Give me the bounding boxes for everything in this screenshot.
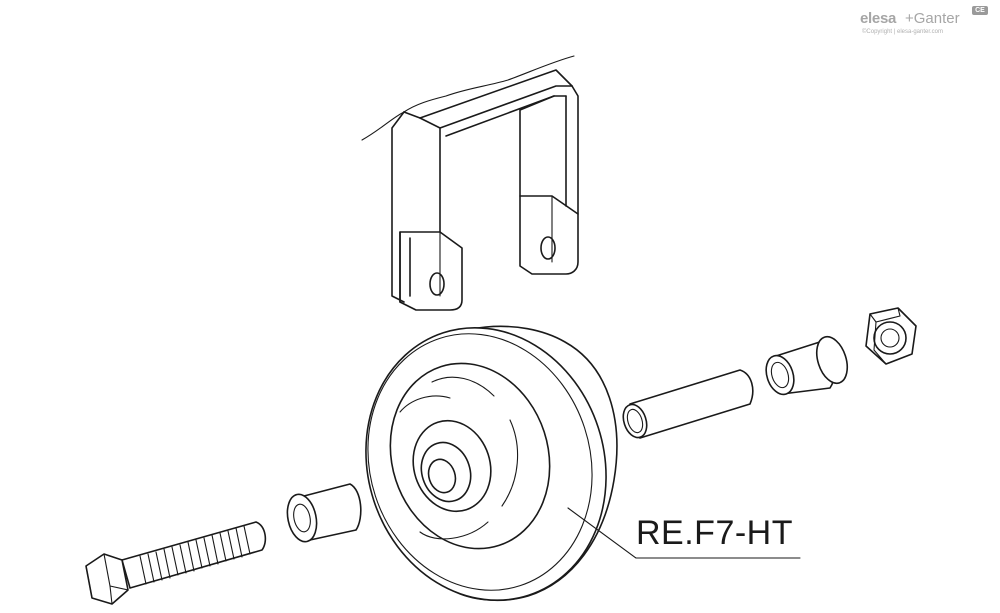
right-bushing xyxy=(765,335,849,396)
fork-bracket xyxy=(361,55,579,311)
wheel xyxy=(365,325,618,602)
ce-badge: CE xyxy=(972,6,988,15)
hex-bolt xyxy=(85,521,267,605)
left-bushing xyxy=(286,483,362,543)
logo-brand-elesa: elesa xyxy=(860,10,897,27)
part-label: RE.F7-HT xyxy=(636,514,793,552)
leader-line xyxy=(567,507,801,559)
hex-nut xyxy=(865,307,917,365)
axle-tube xyxy=(622,369,754,439)
logo-brand-ganter: +Ganter xyxy=(905,10,960,27)
logo-copyright: ©Copyright | elesa-ganter.com xyxy=(862,29,944,35)
brand-logo: elesa +Ganter ©Copyright | elesa-ganter.… xyxy=(860,6,990,40)
